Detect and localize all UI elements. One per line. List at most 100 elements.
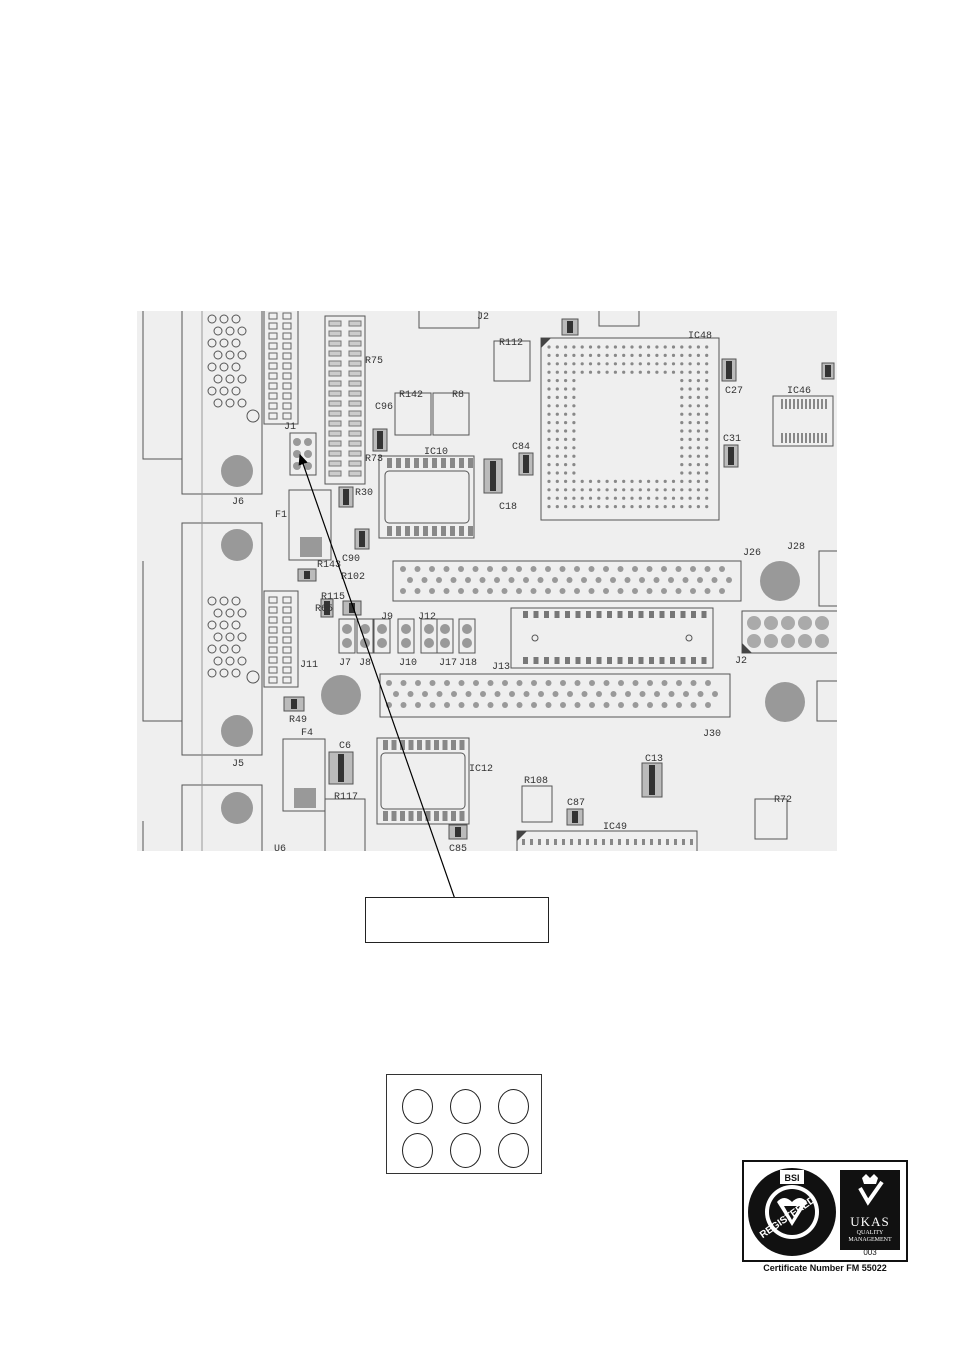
bga-ball	[572, 463, 576, 467]
header-pin	[632, 680, 639, 686]
header-pin	[479, 577, 486, 583]
bga-ball	[564, 412, 568, 416]
resistor-pad	[348, 370, 362, 377]
resistor-pad	[328, 440, 342, 447]
header-pin	[268, 372, 278, 380]
r72-outline	[754, 798, 788, 840]
capacitor-stripe	[726, 361, 732, 379]
connector-pin	[225, 374, 235, 384]
r8-outline	[432, 392, 470, 436]
bga-ball	[580, 479, 584, 483]
header-pin	[407, 577, 413, 583]
ic-pad	[425, 740, 431, 750]
header-pin	[653, 577, 660, 583]
label-c84: C84	[512, 442, 530, 453]
bga-ball	[555, 488, 559, 492]
bga-ball	[647, 488, 651, 492]
jumper-pin	[401, 624, 411, 634]
mounting-hole	[221, 529, 253, 561]
resistor-pad	[328, 350, 342, 357]
ic-pad	[396, 458, 401, 468]
header-pin	[282, 646, 292, 654]
header-pin	[523, 691, 530, 697]
resistor-pad	[348, 380, 362, 387]
header-pin	[458, 566, 464, 572]
bga-ball	[647, 362, 651, 366]
bga-ball	[680, 387, 684, 391]
header-pin	[444, 680, 450, 686]
connector-pin	[231, 668, 241, 678]
bga-ball	[580, 496, 584, 500]
j13-pad	[586, 611, 591, 618]
resistor-pad	[348, 420, 362, 427]
bga-ball	[638, 479, 642, 483]
bga-ball	[572, 412, 576, 416]
bga-ball	[547, 421, 551, 425]
bga-ball	[696, 379, 701, 383]
connector-pin	[237, 608, 247, 618]
header-pin	[282, 312, 292, 320]
bga-ball	[680, 395, 684, 399]
ic-pad	[530, 839, 533, 845]
bga-ball	[613, 488, 617, 492]
header-pin	[690, 588, 696, 594]
header-pin	[661, 680, 668, 686]
mounting-hole	[221, 715, 253, 747]
bga-ball	[696, 421, 701, 425]
capacitor-stripe	[523, 455, 529, 473]
connector-pin	[219, 668, 229, 678]
j13-pad	[670, 611, 675, 618]
mounting-hole	[760, 561, 800, 601]
jumper-pin	[293, 438, 301, 446]
capacitor-stripe	[359, 531, 365, 547]
bga-ball	[555, 379, 559, 383]
header-pin	[559, 566, 566, 572]
header-pin	[268, 616, 278, 624]
header-pin	[509, 691, 515, 697]
j13-pad	[607, 611, 612, 618]
fuse-pad	[300, 537, 322, 557]
bga-ball	[564, 429, 568, 433]
ic12-body	[380, 752, 466, 810]
resistor-pad	[348, 320, 362, 327]
header-pin	[815, 634, 829, 648]
header-pin	[654, 691, 660, 697]
capacitor-stripe	[455, 827, 461, 837]
bga-ball	[696, 345, 701, 349]
label-j26: J26	[743, 548, 761, 559]
j13-pad	[533, 611, 539, 618]
jumper-pin	[440, 624, 450, 634]
bga-ball	[655, 505, 659, 509]
header-pin	[581, 577, 587, 583]
header-pin	[268, 392, 278, 400]
connector-outline-j5-left	[142, 561, 182, 722]
header-pin	[617, 566, 624, 572]
header-pin	[705, 680, 711, 686]
resistor-pad	[328, 460, 342, 467]
bga-ball	[588, 479, 593, 483]
bga-ball	[547, 345, 551, 349]
label-j8: J8	[359, 658, 371, 669]
bga-ball	[680, 353, 684, 357]
header-pin	[798, 616, 812, 630]
bga-ball	[547, 446, 551, 450]
capacitor-stripe	[649, 765, 655, 795]
bga-ball	[564, 446, 568, 450]
bga-ball	[696, 479, 701, 483]
top-connector	[418, 311, 480, 329]
j13-pad	[533, 657, 539, 664]
bga-ball	[696, 488, 701, 492]
bga-ball	[613, 479, 617, 483]
header-pin	[407, 691, 414, 697]
resistor-stack-r117	[324, 798, 366, 851]
header-pin	[494, 577, 500, 583]
bga-ball	[696, 437, 701, 441]
bga-ball	[671, 345, 676, 349]
connector-pin	[219, 338, 229, 348]
bga-ball	[705, 345, 709, 349]
capacitor-stripe	[291, 699, 297, 709]
ic-pad	[522, 839, 525, 845]
header-pin	[487, 702, 494, 708]
header-pin	[747, 616, 761, 630]
bga-ball	[605, 496, 609, 500]
